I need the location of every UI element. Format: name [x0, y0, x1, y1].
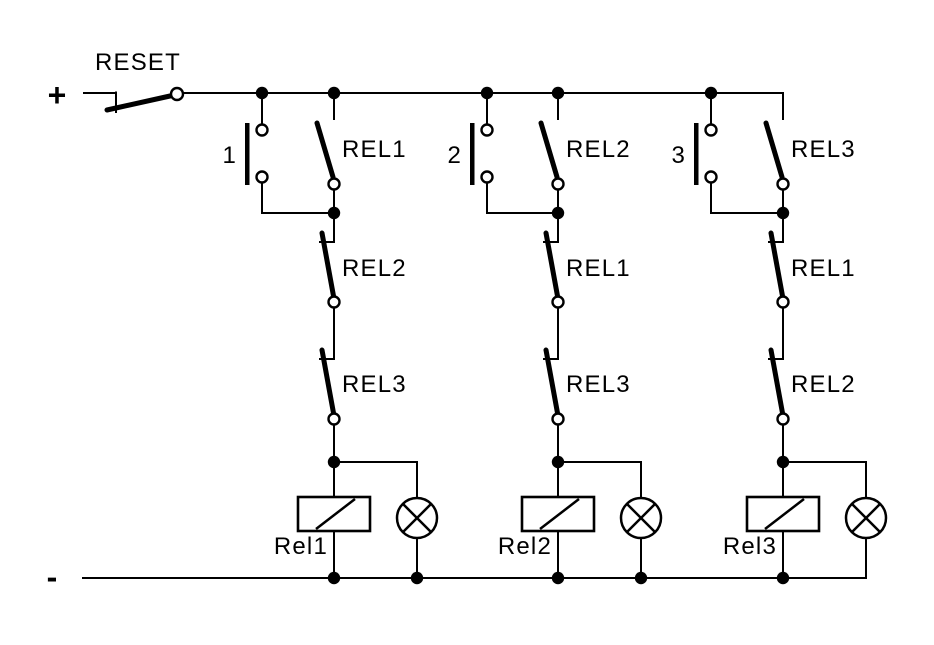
coil-diagonal: [315, 498, 356, 530]
junction-dot: [634, 571, 648, 585]
terminal-circle: [776, 295, 790, 309]
terminal-circle: [327, 295, 341, 309]
terminal-circle: [480, 123, 494, 137]
pushbutton-1: 1: [222, 92, 335, 214]
lamp-1: [333, 461, 439, 579]
terminal-circle: [255, 123, 269, 137]
lockout-contact-3b: REL2: [768, 347, 856, 463]
relay-coil-3: Rel3: [723, 461, 821, 579]
lamp-cross: [402, 503, 432, 533]
junction-dot: [327, 571, 341, 585]
contact-label: REL1: [566, 255, 631, 282]
relay-coil-2: Rel2: [498, 461, 596, 579]
reset-switch: RESET: [83, 49, 185, 113]
lockout-contact-2b: REL3: [543, 347, 631, 463]
contact-arm: [314, 120, 336, 180]
coil-label: Rel1: [274, 533, 328, 560]
junction-dot: [410, 571, 424, 585]
branch-2: 2 REL2 REL1 REL3: [447, 92, 663, 585]
coil-diagonal: [539, 498, 580, 530]
relay-coil-1: Rel1: [274, 461, 372, 579]
lamp-3: [782, 461, 888, 579]
contact-arm: [538, 120, 560, 180]
pushbutton-bar: [694, 123, 699, 185]
contact-arm: [319, 230, 336, 299]
terminal-circle: [704, 170, 718, 184]
pushbutton-3: 3: [671, 92, 784, 214]
contact-arm: [768, 230, 785, 299]
terminal-circle: [480, 170, 494, 184]
switch-arm: [104, 93, 173, 113]
terminal-circle: [255, 170, 269, 184]
positive-terminal-label: +: [48, 77, 67, 113]
lamp-2: [557, 461, 663, 579]
contact-label: REL3: [342, 371, 407, 398]
pushbutton-bar: [470, 123, 475, 185]
pushbutton-label: 2: [447, 142, 462, 169]
contact-arm: [763, 120, 785, 180]
reset-label: RESET: [95, 49, 181, 76]
negative-terminal-label: -: [47, 559, 58, 595]
branch-1: 1 REL1 REL2 REL3: [222, 92, 439, 585]
terminal-circle: [169, 86, 185, 102]
seal-in-contact-3: REL3: [763, 92, 856, 214]
contact-label: REL2: [342, 255, 407, 282]
lockout-contact-1a: REL2: [319, 212, 407, 360]
junction-dot: [776, 571, 790, 585]
contact-arm: [768, 347, 785, 416]
terminal-circle: [776, 412, 790, 426]
lockout-contact-1b: REL3: [319, 347, 407, 463]
terminal-circle: [551, 412, 565, 426]
terminal-circle: [327, 177, 341, 191]
seal-in-contact-2: REL2: [538, 92, 631, 214]
terminal-circle: [551, 177, 565, 191]
contact-label: REL1: [342, 136, 407, 163]
contact-arm: [543, 230, 560, 299]
terminal-circle: [551, 295, 565, 309]
coil-diagonal: [764, 498, 805, 530]
contact-label: REL3: [791, 136, 856, 163]
coil-label: Rel2: [498, 533, 552, 560]
contact-label: REL2: [566, 136, 631, 163]
contact-arm: [543, 347, 560, 416]
coil-label: Rel3: [723, 533, 777, 560]
pushbutton-label: 1: [222, 142, 237, 169]
lockout-contact-3a: REL1: [768, 212, 856, 360]
terminal-circle: [776, 177, 790, 191]
lamp-cross: [851, 503, 881, 533]
pushbutton-2: 2: [447, 92, 559, 214]
terminal-circle: [704, 123, 718, 137]
lockout-contact-2a: REL1: [543, 212, 631, 360]
lamp-cross: [626, 503, 656, 533]
pushbutton-bar: [245, 123, 250, 185]
contact-arm: [319, 347, 336, 416]
branch-3: 3 REL3 REL1 REL2: [671, 92, 888, 585]
contact-label: REL1: [791, 255, 856, 282]
terminal-circle: [327, 412, 341, 426]
pushbutton-label: 3: [671, 142, 686, 169]
contact-label: REL3: [566, 371, 631, 398]
junction-dot: [551, 571, 565, 585]
contact-label: REL2: [791, 371, 856, 398]
seal-in-contact-1: REL1: [314, 92, 407, 214]
